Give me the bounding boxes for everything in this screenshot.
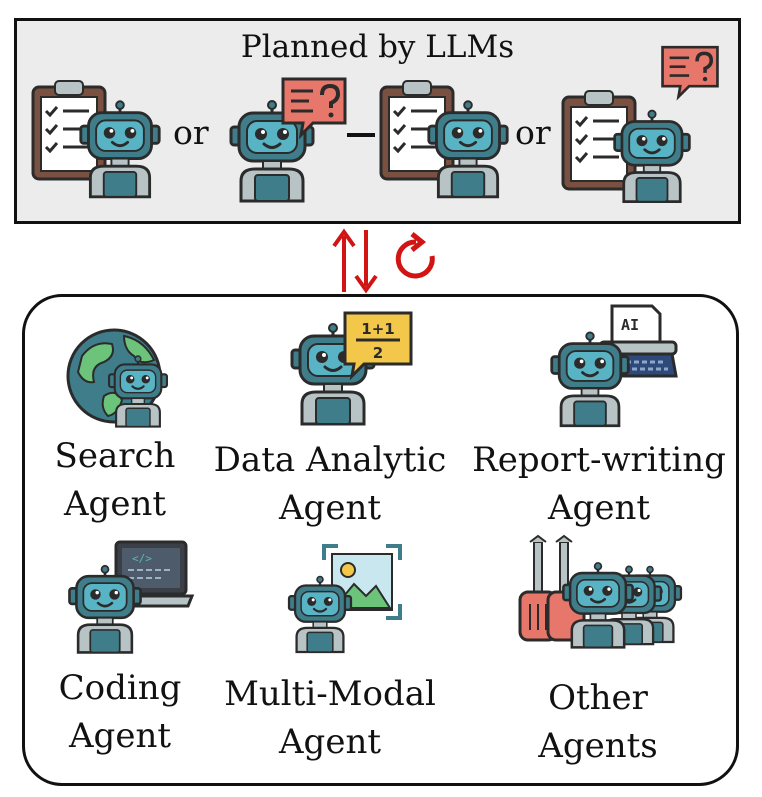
coding-robot-icon — [68, 564, 142, 654]
math-top-text: 1+1 — [361, 320, 394, 338]
planner-title: Planned by LLMs — [240, 29, 515, 65]
agent-label-multi-modal: Multi-Modal Agent — [224, 674, 436, 762]
laptop-icon: </> — [105, 540, 195, 608]
code-tag-text: </> — [132, 552, 152, 565]
cycle-arrow-icon — [395, 232, 435, 279]
math-bubble-icon: 1+1 2 — [343, 311, 413, 381]
dash-connector — [347, 133, 375, 137]
image-frame-icon — [322, 544, 402, 620]
math-bottom-text: 2 — [373, 344, 383, 362]
plan-robot-icon — [427, 99, 509, 199]
question-bubble-icon — [281, 77, 347, 137]
agent-label-data-analytic: Data Analytic Agent — [213, 440, 447, 528]
or-text-1: or — [173, 113, 209, 152]
ai-paper-text: AI — [621, 316, 639, 334]
agent-label-coding: Coding Agent — [58, 668, 182, 756]
exchange-arrows-icon — [332, 228, 435, 294]
agent-label-search: Search Agent — [54, 436, 176, 524]
agent-label-other: Other Agents — [538, 678, 658, 766]
plan-robot-icon — [79, 99, 161, 199]
plan-robot-icon — [613, 109, 691, 204]
planner-box: Planned by LLMs or or — [14, 18, 741, 224]
question-bubble-icon — [660, 45, 720, 99]
agent-label-report-writing: Report-writing Agent — [472, 440, 726, 528]
multimodal-robot-icon — [287, 575, 353, 654]
robot-group-front-icon — [562, 561, 634, 649]
or-text-2: or — [515, 113, 551, 152]
search-robot-icon — [107, 354, 169, 428]
writer-robot-icon — [550, 330, 630, 428]
